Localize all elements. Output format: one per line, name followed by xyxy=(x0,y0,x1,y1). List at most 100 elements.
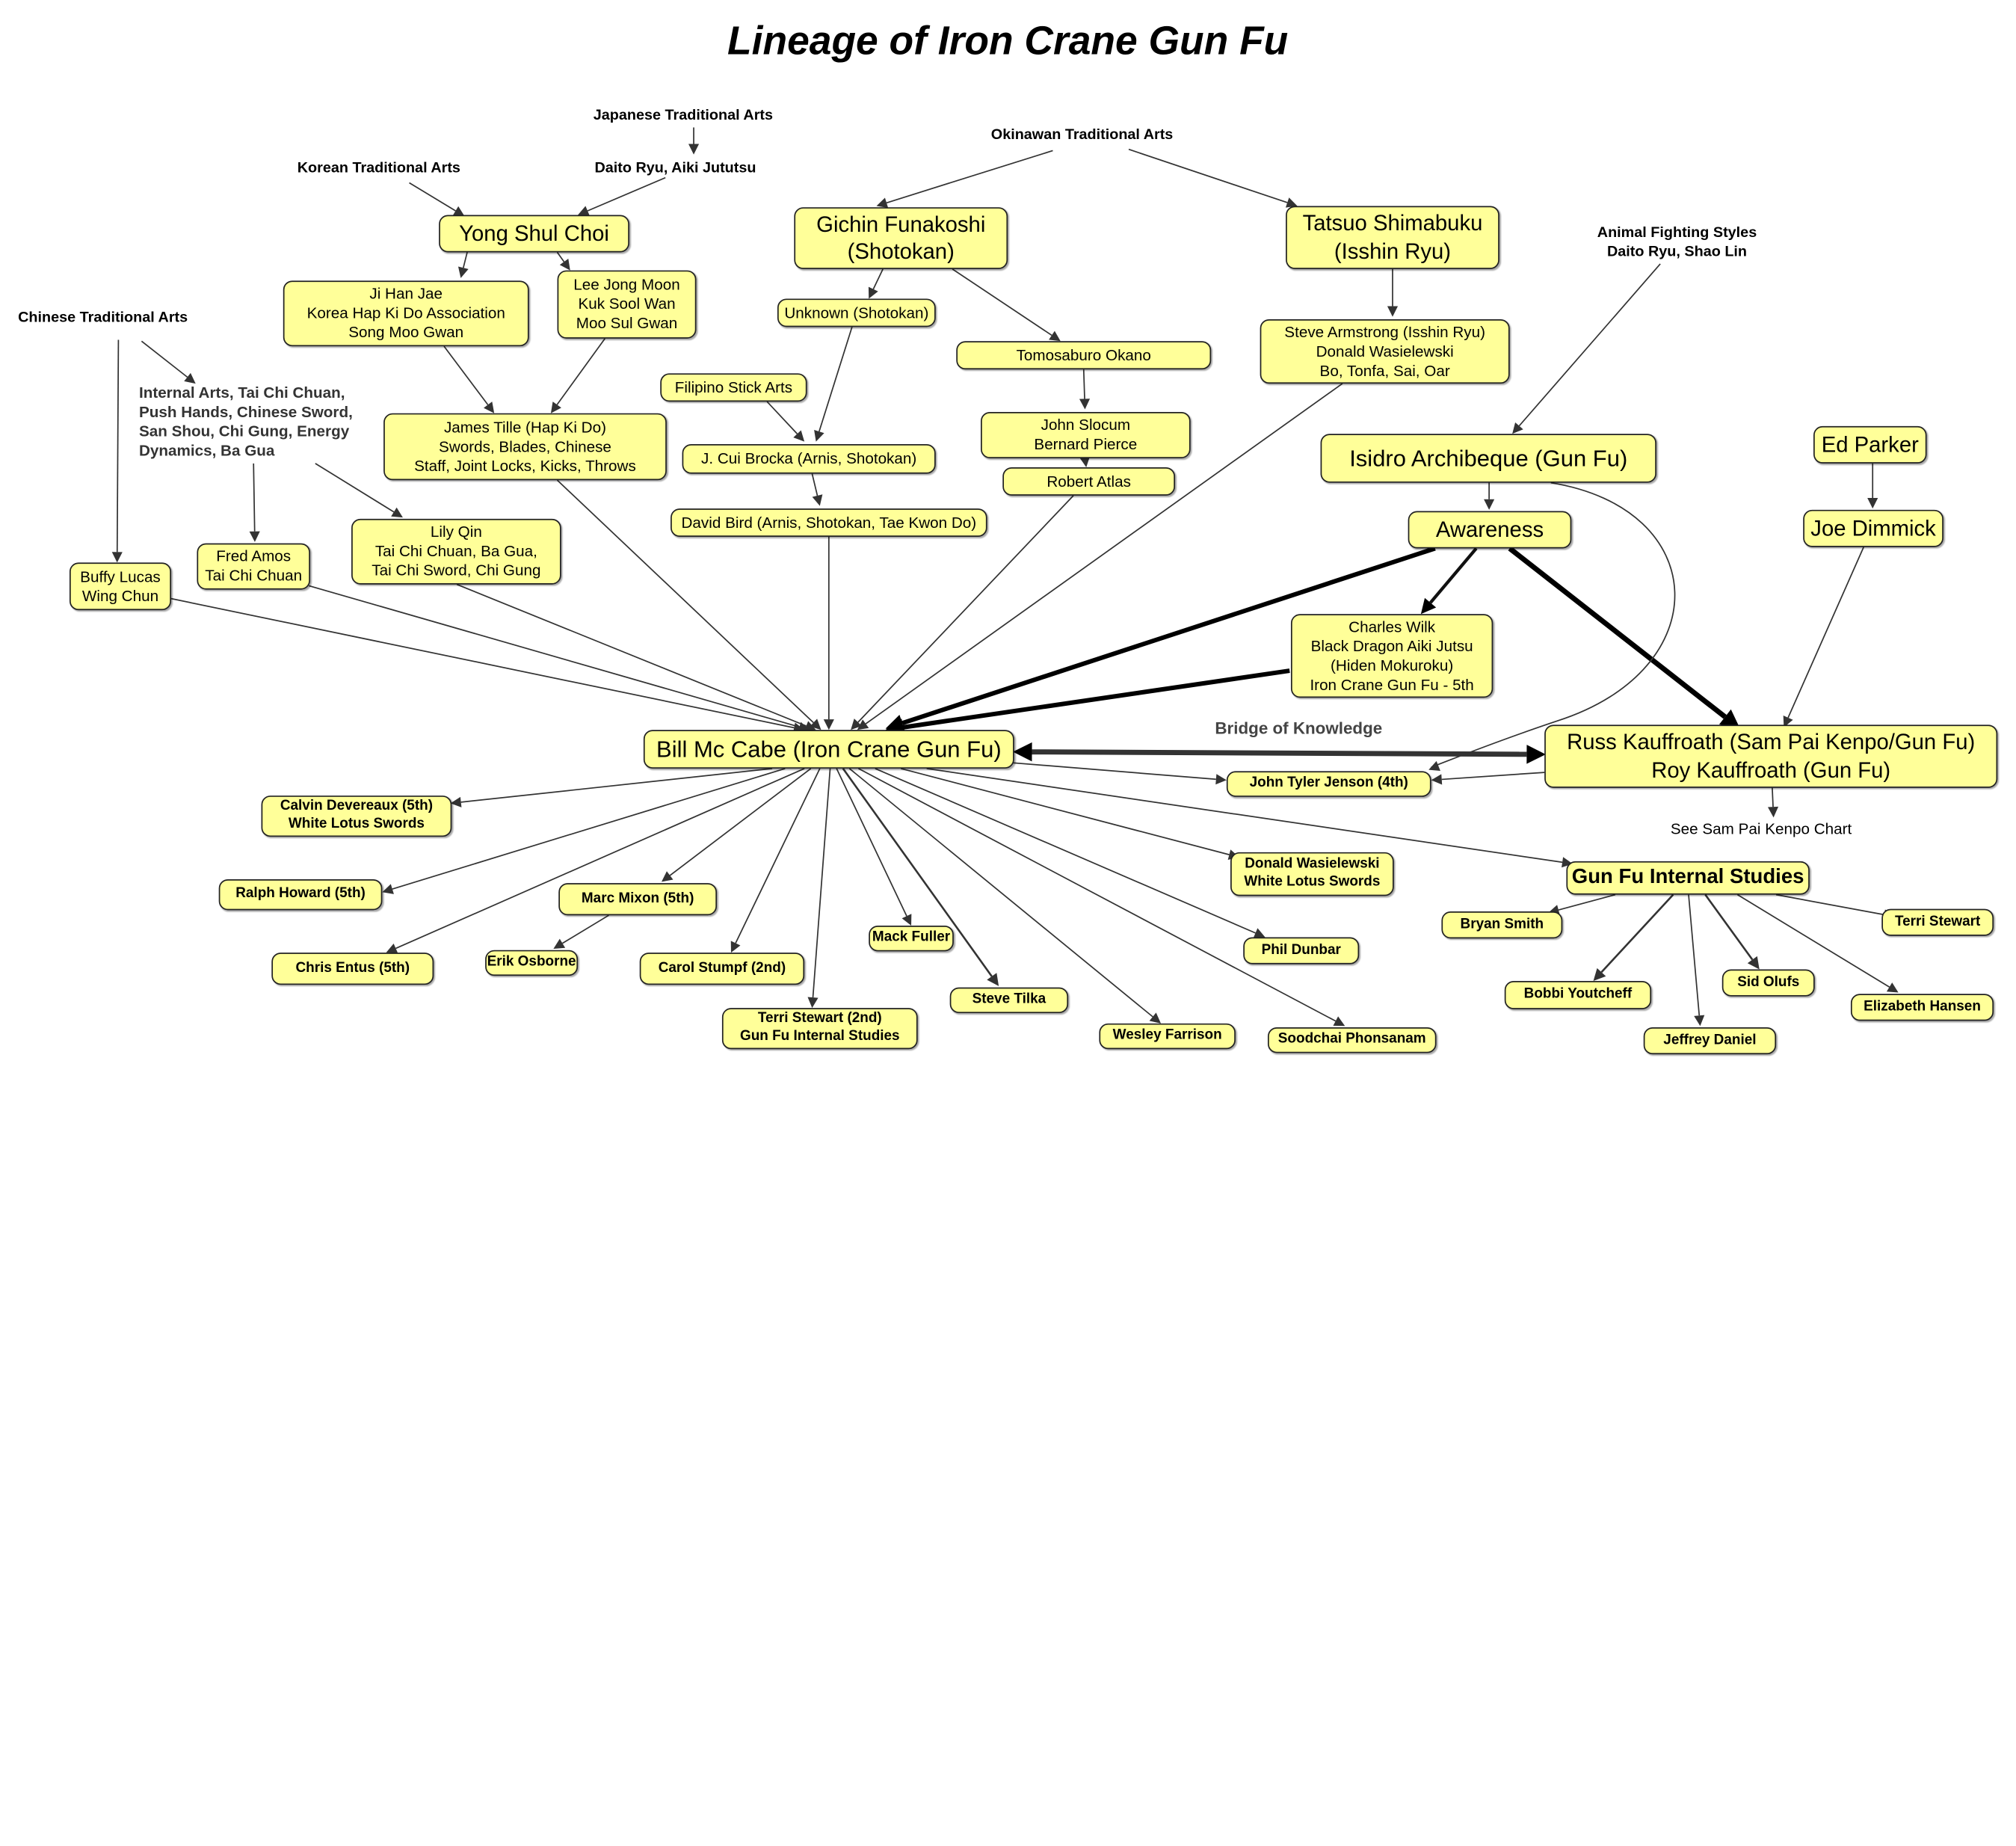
node-carol-stumpf: Carol Stumpf (2nd) xyxy=(640,953,804,985)
edge-line xyxy=(952,269,1052,336)
edge-arrowhead xyxy=(1867,498,1878,508)
edge-line xyxy=(1601,895,1673,973)
label-text-line: Animal Fighting Styles xyxy=(1578,224,1776,244)
edge-arrowhead xyxy=(1526,745,1546,763)
edge-line xyxy=(463,252,467,268)
edge-arrowhead xyxy=(250,532,260,542)
edge-line xyxy=(1519,264,1660,426)
node-text-line: Filipino Stick Arts xyxy=(675,378,792,397)
node-text-line: Erik Osborne xyxy=(487,954,576,972)
node-text-line: Song Moo Gwan xyxy=(348,323,463,342)
node-terri-stewart: Terri Stewart xyxy=(1881,909,1994,936)
node-tomosaburo-okano: Tomosaburo Okano xyxy=(956,341,1211,369)
edge-arrowhead xyxy=(391,508,403,517)
edge-arrowhead xyxy=(1387,306,1398,316)
edge-arrowhead xyxy=(1748,956,1760,970)
diagram-title: Lineage of Iron Crane Gun Fu xyxy=(0,18,2015,64)
node-text-line: Gun Fu Internal Studies xyxy=(1572,865,1804,890)
node-john-tyler-jenson: John Tyler Jenson (4th) xyxy=(1227,771,1431,796)
node-marc-mixon: Marc Mixon (5th) xyxy=(558,883,717,915)
node-text-line: (Hiden Mokuroku) xyxy=(1331,656,1453,675)
node-text-line: Bobbi Youtcheff xyxy=(1524,986,1632,1004)
node-text-line: John Slocum xyxy=(1041,416,1130,435)
edge-line xyxy=(171,599,794,728)
node-filipino-stick-arts: Filipino Stick Arts xyxy=(660,373,807,401)
node-text-line: Russ Kauffroath (Sam Pai Kenpo/Gun Fu) xyxy=(1567,729,1975,757)
node-yong-shul-choi: Yong Shul Choi xyxy=(439,215,629,253)
node-text-line: Bernard Pierce xyxy=(1034,435,1137,455)
node-calvin-devereaux: Calvin Devereaux (5th)White Lotus Swords xyxy=(262,796,452,837)
node-text-line: Elizabeth Hansen xyxy=(1864,998,1981,1016)
edge-line xyxy=(1032,752,1527,754)
edge-line xyxy=(444,346,488,404)
node-text-line: Bill Mc Cabe (Iron Crane Gun Fu) xyxy=(656,735,1002,764)
edge-line xyxy=(562,915,608,943)
node-text-line: Bo, Tonfa, Sai, Oar xyxy=(1320,361,1450,381)
edge-line xyxy=(461,769,772,802)
node-text-line: Gun Fu Internal Studies xyxy=(740,1029,900,1047)
edge-line xyxy=(819,327,852,431)
edge-arrowhead xyxy=(1013,742,1032,761)
node-wesley-farrison: Wesley Farrison xyxy=(1099,1024,1236,1049)
node-tatsuo-shimabuku: Tatsuo Shimabuku(Isshin Ryu) xyxy=(1286,206,1499,268)
node-text-line: Steve Armstrong (Isshin Ryu) xyxy=(1284,322,1485,342)
node-text-line: Calvin Devereaux (5th) xyxy=(280,799,433,816)
edge-arrowhead xyxy=(1768,807,1778,817)
node-sid-olufs: Sid Olufs xyxy=(1722,970,1815,997)
node-gun-fu-internal-studies: Gun Fu Internal Studies xyxy=(1566,861,1809,895)
edge-arrowhead xyxy=(1431,774,1443,784)
node-text-line: Roy Kauffroath (Gun Fu) xyxy=(1651,757,1890,784)
edge-arrowhead xyxy=(184,373,195,384)
edge-line xyxy=(117,340,119,553)
node-text-line: Terri Stewart (2nd) xyxy=(758,1011,882,1029)
edge-arrowhead xyxy=(560,259,570,271)
node-text-line: Donald Wasielewski xyxy=(1245,856,1379,874)
node-text-line: Sid Olufs xyxy=(1737,974,1799,992)
node-bryan-smith: Bryan Smith xyxy=(1441,911,1562,938)
edge-arrowhead xyxy=(1694,1015,1704,1027)
edge-line xyxy=(557,339,605,404)
node-text-line: Marc Mixon (5th) xyxy=(582,890,694,908)
node-text-line: Terri Stewart xyxy=(1895,914,1980,932)
label-text-line: Dynamics, Ba Gua xyxy=(139,442,353,461)
node-mack-fuller: Mack Fuller xyxy=(869,926,954,951)
node-text-line: Tomosaburo Okano xyxy=(1017,345,1151,365)
node-awareness: Awareness xyxy=(1408,511,1572,549)
edge-line xyxy=(901,769,1229,855)
node-text-line: Soodchai Phonsanam xyxy=(1278,1031,1426,1049)
node-text-line: Wesley Farrison xyxy=(1113,1027,1222,1045)
node-text-line: Lee Jong Moon xyxy=(573,275,679,295)
node-text-line: Donald Wasielewski xyxy=(1316,342,1454,361)
edge-arrowhead xyxy=(458,266,469,277)
node-text-line: Steve Tilka xyxy=(972,991,1046,1009)
node-text-line: Unknown (Shotokan) xyxy=(784,303,928,322)
label-text-line: Internal Arts, Tai Chi Chuan, xyxy=(139,384,353,403)
node-bobbi-youtcheff: Bobbi Youtcheff xyxy=(1505,981,1651,1009)
node-text-line: Joe Dimmick xyxy=(1810,515,1936,543)
edge-line xyxy=(1084,369,1085,399)
edge-line xyxy=(1772,788,1773,807)
edge-line xyxy=(588,178,665,211)
edge-arrowhead xyxy=(662,871,673,882)
node-text-line: Robert Atlas xyxy=(1046,472,1131,491)
node-text-line: Ralph Howard (5th) xyxy=(235,886,366,904)
edge-line xyxy=(813,769,830,997)
node-text-line: Korea Hap Ki Do Association xyxy=(307,304,505,323)
node-chris-entus: Chris Entus (5th) xyxy=(271,953,434,985)
edge-line xyxy=(873,269,883,289)
node-text-line: Isidro Archibeque (Gun Fu) xyxy=(1349,444,1627,473)
edge-line xyxy=(1442,772,1544,779)
node-text-line: David Bird (Arnis, Shotokan, Tae Kwon Do… xyxy=(682,513,977,532)
node-david-bird: David Bird (Arnis, Shotokan, Tae Kwon Do… xyxy=(671,508,987,537)
edge-arrowhead xyxy=(1428,761,1440,771)
edge-line xyxy=(1689,895,1699,1016)
node-text-line: Carol Stumpf (2nd) xyxy=(659,960,786,978)
edge-line xyxy=(670,769,810,876)
node-text-line: Charles Wilk xyxy=(1348,618,1435,637)
node-text-line: Yong Shul Choi xyxy=(459,220,609,247)
